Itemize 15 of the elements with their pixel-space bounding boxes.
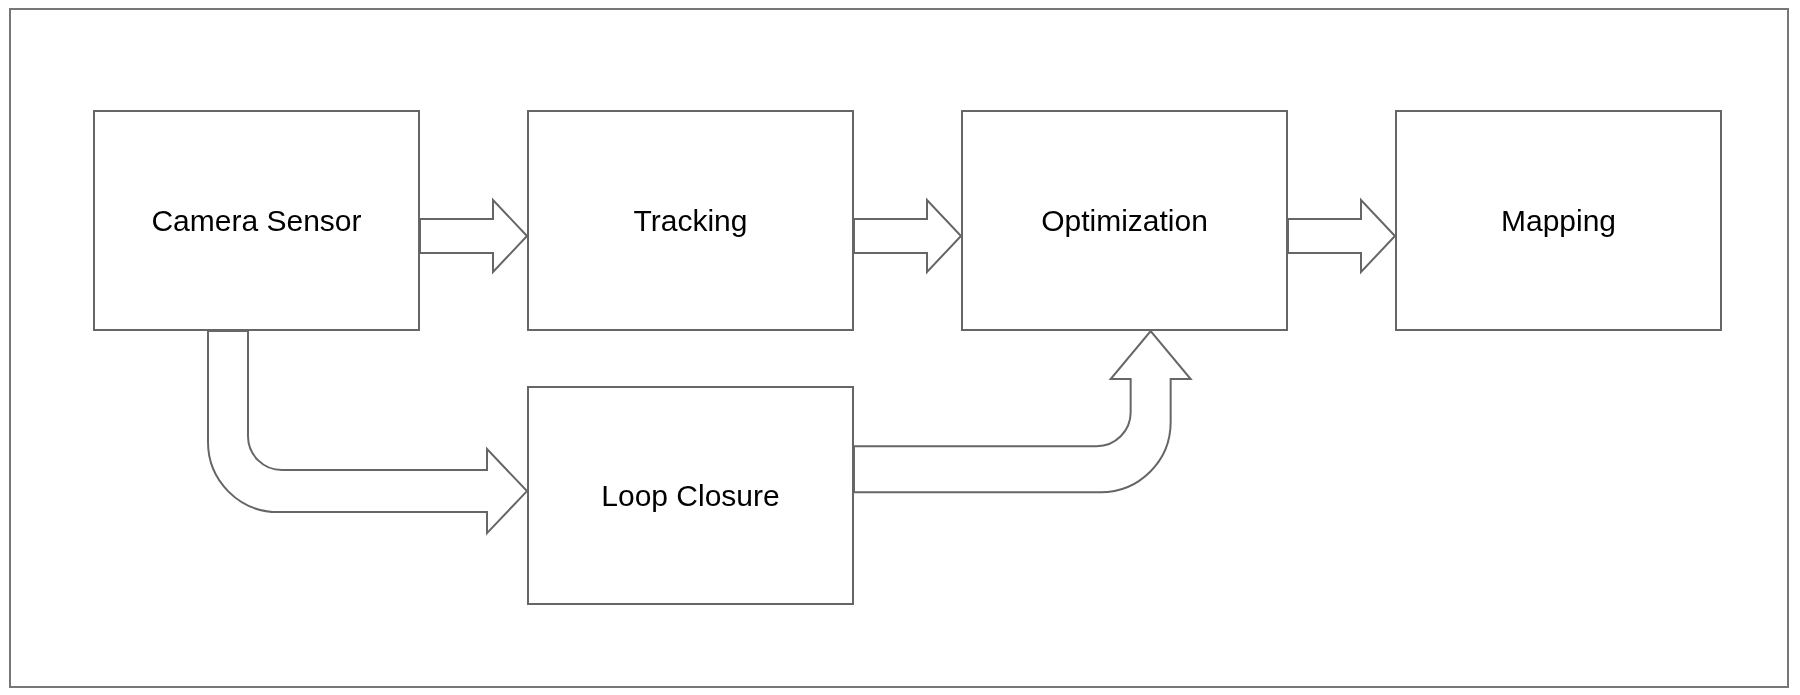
block-arrow	[1287, 197, 1397, 275]
process-box	[527, 386, 854, 605]
process-box	[961, 110, 1288, 331]
block-arrow	[853, 330, 1192, 494]
box-label: Optimization	[1041, 203, 1208, 238]
block-arrow	[419, 197, 529, 275]
box-label: Tracking	[633, 203, 748, 238]
box-label: Camera Sensor	[151, 203, 362, 238]
process-box	[93, 110, 420, 331]
block-arrow	[207, 330, 528, 535]
process-box	[527, 110, 854, 331]
process-box	[1395, 110, 1722, 331]
block-arrow	[853, 197, 963, 275]
box-label: Loop Closure	[601, 478, 780, 513]
box-label: Mapping	[1500, 203, 1617, 238]
